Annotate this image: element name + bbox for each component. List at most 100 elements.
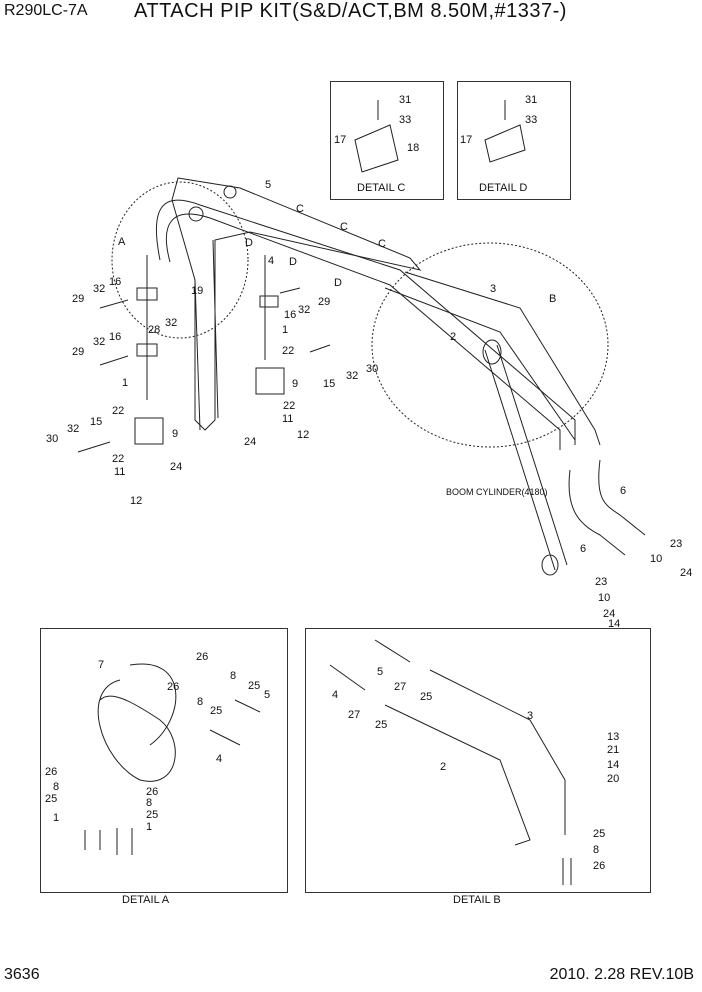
page-title: ATTACH PIP KIT(S&D/ACT,BM 8.50M,#1337-) — [134, 0, 567, 22]
callout-22-left: 22 — [112, 405, 124, 417]
callout-10-a: 10 — [650, 553, 662, 565]
detail-b-circle — [371, 242, 609, 448]
detail-a-hose-7 — [97, 679, 176, 782]
detail-a-26-d: 26 — [146, 786, 158, 798]
clamp-16-b — [136, 343, 158, 357]
detail-b-frame — [305, 628, 651, 893]
callout-9-right: 9 — [292, 378, 298, 390]
detail-d-frame — [457, 81, 571, 200]
label-C-3: C — [378, 238, 386, 250]
detail-a-26-c: 26 — [45, 766, 57, 778]
callout-23-b: 23 — [595, 576, 607, 588]
detail-b-25-c: 25 — [593, 828, 605, 840]
callout-24-right: 24 — [244, 436, 256, 448]
model-code: R290LC-7A — [4, 2, 88, 19]
detail-b-8: 8 — [593, 844, 599, 856]
callout-30-left: 30 — [46, 433, 58, 445]
block-9-right — [255, 367, 285, 395]
detail-a-circle — [111, 181, 249, 339]
detail-b-26: 26 — [593, 860, 605, 872]
callout-29-a: 29 — [72, 293, 84, 305]
detail-a-frame — [40, 628, 288, 893]
callout-6-lower: 6 — [580, 543, 586, 555]
boom-side-plate — [194, 239, 219, 431]
hose-6-lower — [568, 469, 626, 556]
detail-b-3: 3 — [527, 710, 533, 722]
callout-22-mid: 22 — [283, 400, 295, 412]
callout-12-left: 12 — [130, 495, 142, 507]
detail-b-5: 5 — [377, 666, 383, 678]
callout-29-c: 29 — [318, 296, 330, 308]
callout-19: 19 — [191, 285, 203, 297]
callout-22-right: 22 — [282, 345, 294, 357]
detail-a-5: 5 — [264, 689, 270, 701]
callout-32-d: 32 — [298, 304, 310, 316]
callout-6-upper: 6 — [620, 485, 626, 497]
hose-6-upper — [598, 459, 646, 536]
pipe-2 — [384, 287, 576, 441]
callout-32-c: 32 — [165, 317, 177, 329]
detail-d-31: 31 — [525, 94, 537, 106]
label-B: B — [549, 293, 556, 305]
label-C-1: C — [296, 203, 304, 215]
detail-b-caption: DETAIL B — [453, 894, 501, 906]
label-D-2: D — [289, 256, 297, 268]
callout-32-b: 32 — [93, 336, 105, 348]
label-A: A — [118, 236, 126, 248]
detail-b-27-a: 27 — [394, 681, 406, 693]
callout-32-f: 32 — [67, 423, 79, 435]
callout-10-b: 10 — [598, 592, 610, 604]
detail-a-26-a: 26 — [196, 651, 208, 663]
detail-c-33: 33 — [399, 114, 411, 126]
detail-a-8-b: 8 — [197, 696, 203, 708]
callout-16-a: 16 — [109, 276, 121, 288]
boom-cylinder-label: BOOM CYLINDER(4180) — [446, 487, 548, 497]
detail-a-caption: DETAIL A — [122, 894, 170, 906]
detail-b-4: 4 — [332, 689, 338, 701]
detail-a-1-b: 1 — [146, 821, 152, 833]
detail-b-2: 2 — [440, 761, 446, 773]
callout-24-left: 24 — [170, 461, 182, 473]
callout-29-b: 29 — [72, 346, 84, 358]
detail-b-20: 20 — [607, 773, 619, 785]
detail-a-7: 7 — [98, 659, 104, 671]
callout-28: 28 — [148, 324, 160, 336]
callout-9-left: 9 — [172, 428, 178, 440]
detail-b-25-a: 25 — [420, 691, 432, 703]
detail-a-8-c: 8 — [53, 781, 59, 793]
callout-24-b: 24 — [603, 608, 615, 620]
page-number: 3636 — [4, 966, 40, 983]
callout-24-a: 24 — [680, 567, 692, 579]
clamp-16-c — [259, 295, 279, 308]
detail-c-18: 18 — [407, 142, 419, 154]
detail-c-31: 31 — [399, 94, 411, 106]
pipe-4 — [165, 213, 561, 450]
detail-b-pipe-2 — [384, 704, 531, 846]
detail-a-4: 4 — [216, 753, 222, 765]
detail-b-25-b: 25 — [375, 719, 387, 731]
label-C-2: C — [340, 221, 348, 233]
label-D-3: D — [334, 277, 342, 289]
detail-a-25-d: 25 — [146, 809, 158, 821]
callout-32-e: 32 — [346, 370, 358, 382]
callout-1-left: 1 — [122, 377, 128, 389]
callout-5: 5 — [265, 179, 271, 191]
callout-11-left: 11 — [114, 466, 125, 478]
boom-cylinder — [484, 344, 568, 571]
detail-c-caption: DETAIL C — [357, 182, 405, 194]
detail-a-25-b: 25 — [210, 705, 222, 717]
callout-32-a: 32 — [93, 283, 105, 295]
detail-a-25-a: 25 — [248, 680, 260, 692]
detail-a-8-a: 8 — [230, 670, 236, 682]
detail-b-13: 13 — [607, 731, 619, 743]
detail-a-1-a: 1 — [53, 812, 59, 824]
detail-d-caption: DETAIL D — [479, 182, 527, 194]
callout-11-right: 11 — [282, 413, 293, 425]
callout-16-b: 16 — [109, 331, 121, 343]
callout-1-right: 1 — [282, 324, 288, 336]
detail-d-clamp — [484, 124, 526, 163]
block-9-left — [134, 417, 164, 445]
detail-c-clamp — [354, 124, 399, 173]
pipe-3 — [404, 271, 601, 446]
